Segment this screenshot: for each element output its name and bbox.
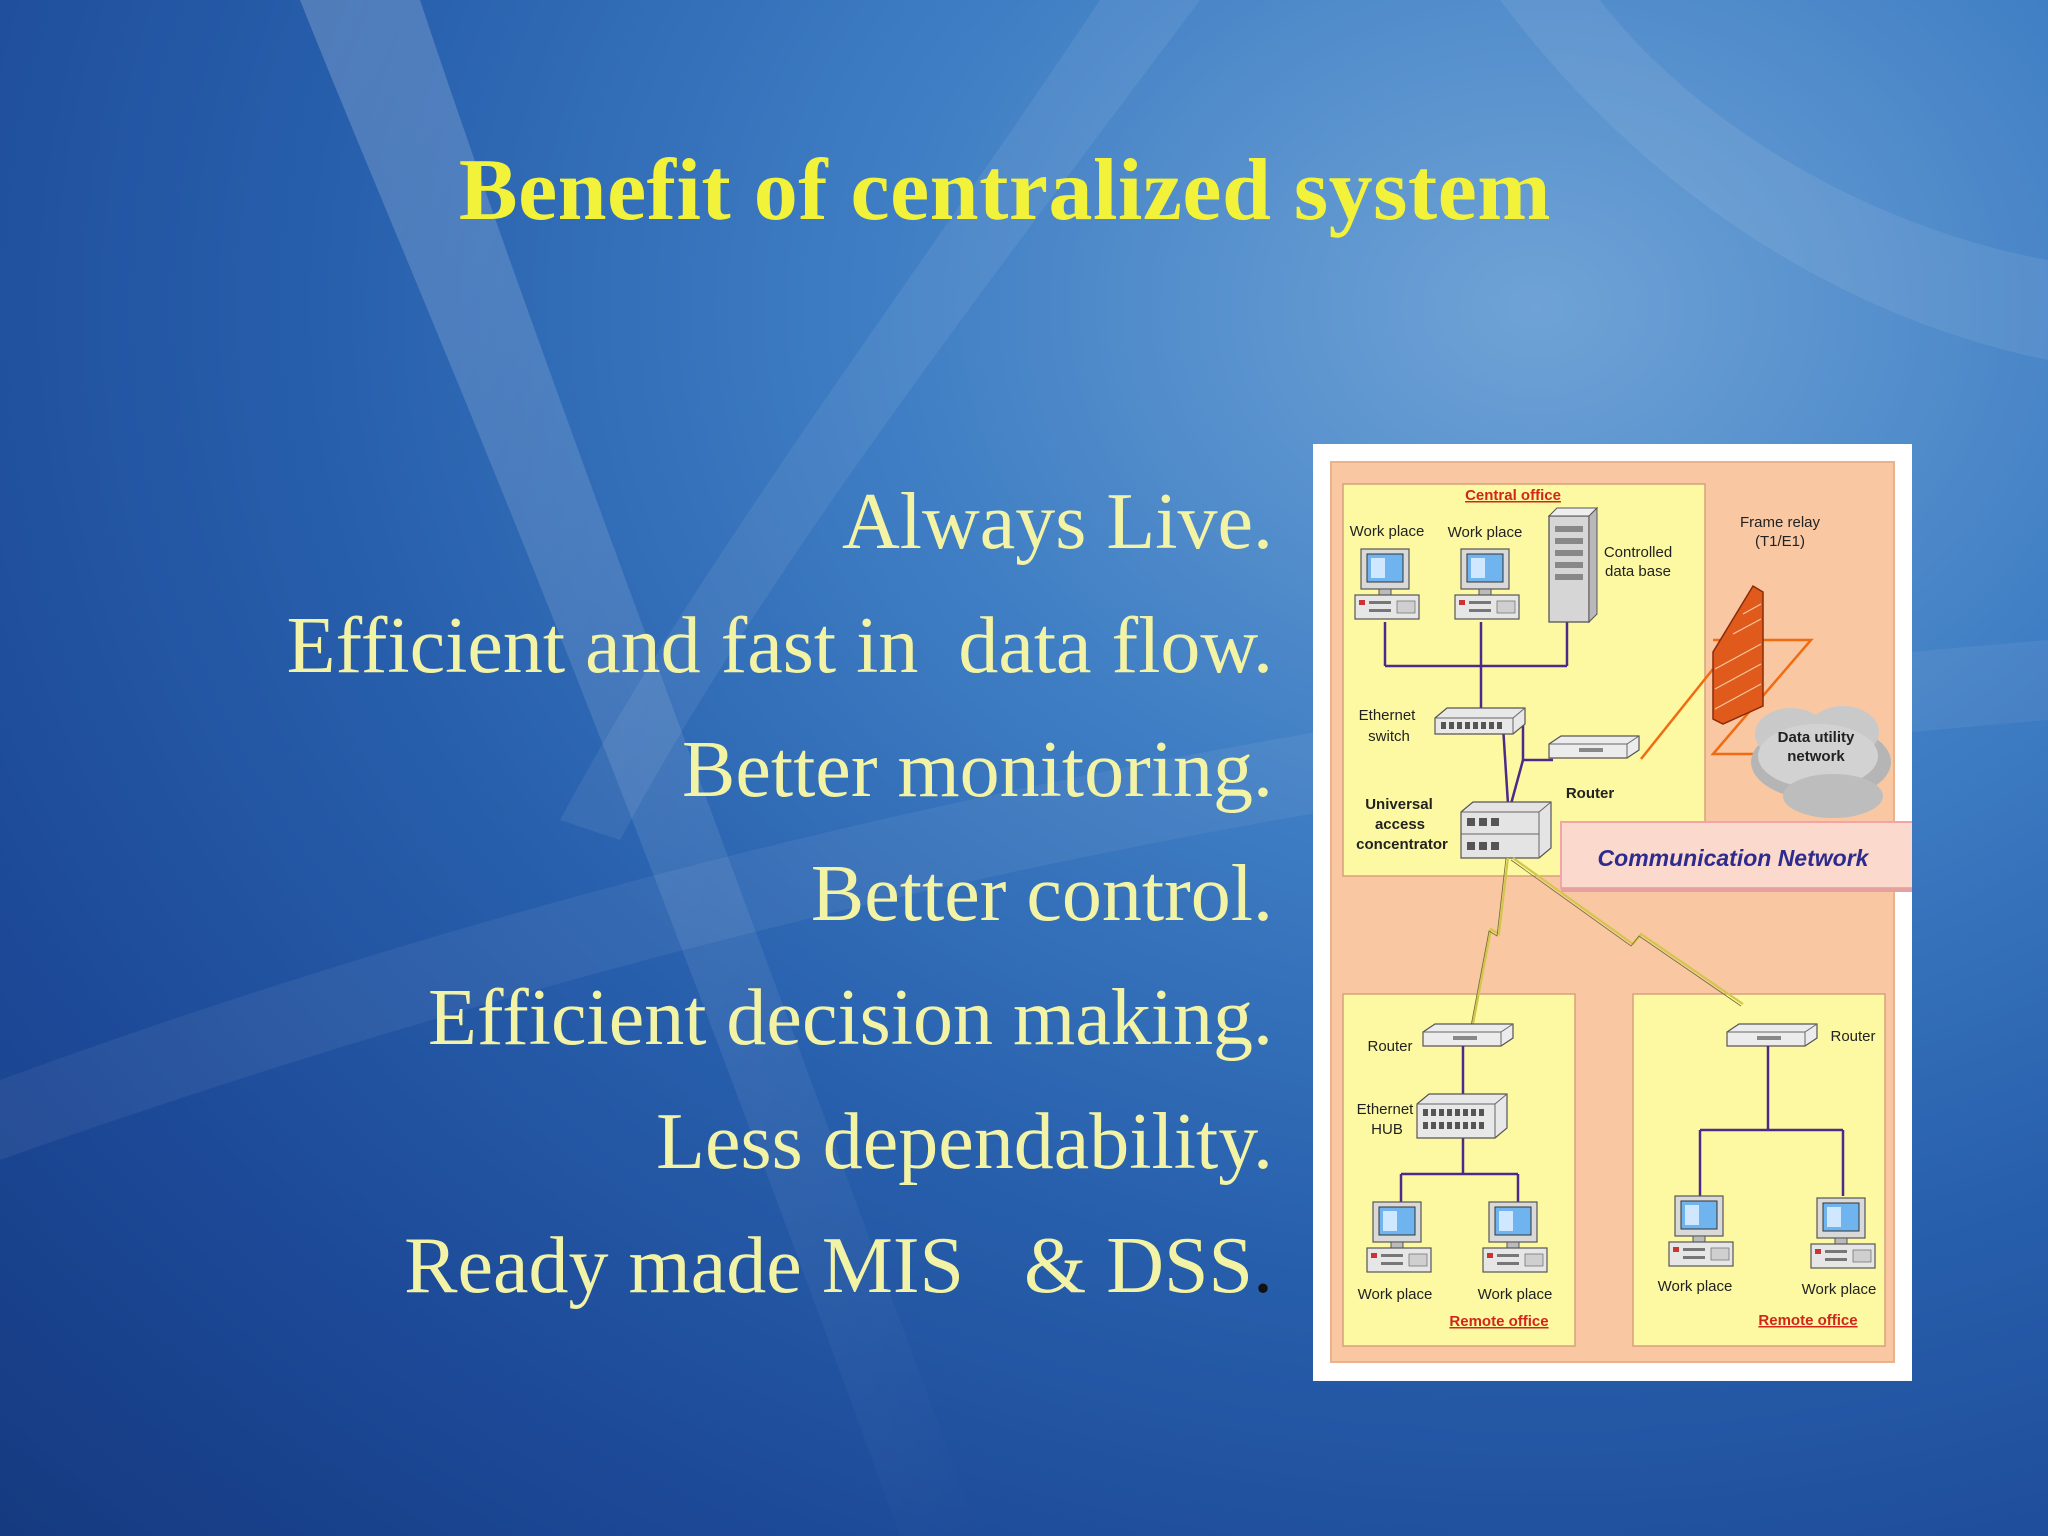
workstation-icon <box>1454 548 1520 620</box>
cloud-icon <box>1751 706 1891 818</box>
workplace-label: Work place <box>1448 524 1523 541</box>
uac-label-line2: access <box>1375 816 1425 833</box>
ethernet-switch-icon <box>1434 707 1526 735</box>
bullet-item: Less dependability. <box>656 1098 1273 1186</box>
workstation-icon <box>1810 1197 1876 1269</box>
benefit-list: Always Live. Efficient and fast in data … <box>287 460 1273 1328</box>
router-label: Router <box>1830 1028 1875 1045</box>
access-concentrator-icon <box>1460 801 1552 859</box>
workplace-label: Work place <box>1350 523 1425 540</box>
ethernet-hub-icon <box>1416 1093 1508 1139</box>
database-label: Controlled <box>1604 544 1672 561</box>
slide-title: Benefit of centralized system <box>458 142 1552 239</box>
bullet-item: Always Live. <box>841 478 1273 566</box>
router-icon <box>1726 1023 1818 1047</box>
workstation-icon <box>1354 548 1420 620</box>
bullet-item: Efficient and fast in data flow. <box>286 602 1273 690</box>
bullet-period: . <box>1253 1222 1273 1310</box>
router-label: Router <box>1566 785 1614 802</box>
comm-network-label: Communication Network <box>1598 845 1870 871</box>
network-diagram: Central office <box>1313 444 1912 1381</box>
workplace-label: Work place <box>1478 1286 1553 1303</box>
router-icon <box>1548 735 1640 759</box>
cloud-label: Data utility <box>1778 729 1855 746</box>
ethernet-switch-label: Ethernet <box>1359 707 1417 724</box>
cloud-label-line2: network <box>1787 748 1845 765</box>
workplace-label: Work place <box>1358 1286 1433 1303</box>
network-diagram-svg: Central office <box>1330 461 1912 1363</box>
uac-label: Universal <box>1365 796 1433 813</box>
bullet-item: Better control. <box>810 850 1273 938</box>
communication-network-banner: Communication Network <box>1560 821 1912 892</box>
remote-office-label: Remote office <box>1449 1313 1548 1330</box>
workstation-icon <box>1366 1201 1432 1273</box>
bullet-item: Better monitoring. <box>681 726 1273 814</box>
workstation-icon <box>1482 1201 1548 1273</box>
workplace-label: Work place <box>1658 1278 1733 1295</box>
uac-label-line3: concentrator <box>1356 836 1448 853</box>
bullet-item: Efficient decision making. <box>428 974 1273 1062</box>
workstation-icon <box>1668 1195 1734 1267</box>
database-label-line2: data base <box>1605 563 1671 580</box>
workplace-label: Work place <box>1802 1281 1877 1298</box>
remote-office-label: Remote office <box>1758 1312 1857 1329</box>
router-label: Router <box>1367 1038 1412 1055</box>
firewall-icon <box>1712 584 1764 725</box>
frame-relay-type-label: (T1/E1) <box>1755 533 1805 550</box>
router-icon <box>1422 1023 1514 1047</box>
ethernet-switch-label-line2: switch <box>1368 728 1410 745</box>
ethernet-hub-label-line2: HUB <box>1371 1121 1403 1138</box>
bullet-text: Ready made MIS & DSS <box>404 1222 1253 1310</box>
database-server-icon <box>1547 506 1599 624</box>
bullet-item: Ready made MIS & DSS. <box>287 1204 1273 1328</box>
frame-relay-label: Frame relay <box>1740 514 1821 531</box>
ethernet-hub-label: Ethernet <box>1357 1101 1415 1118</box>
central-office-label: Central office <box>1465 487 1561 504</box>
